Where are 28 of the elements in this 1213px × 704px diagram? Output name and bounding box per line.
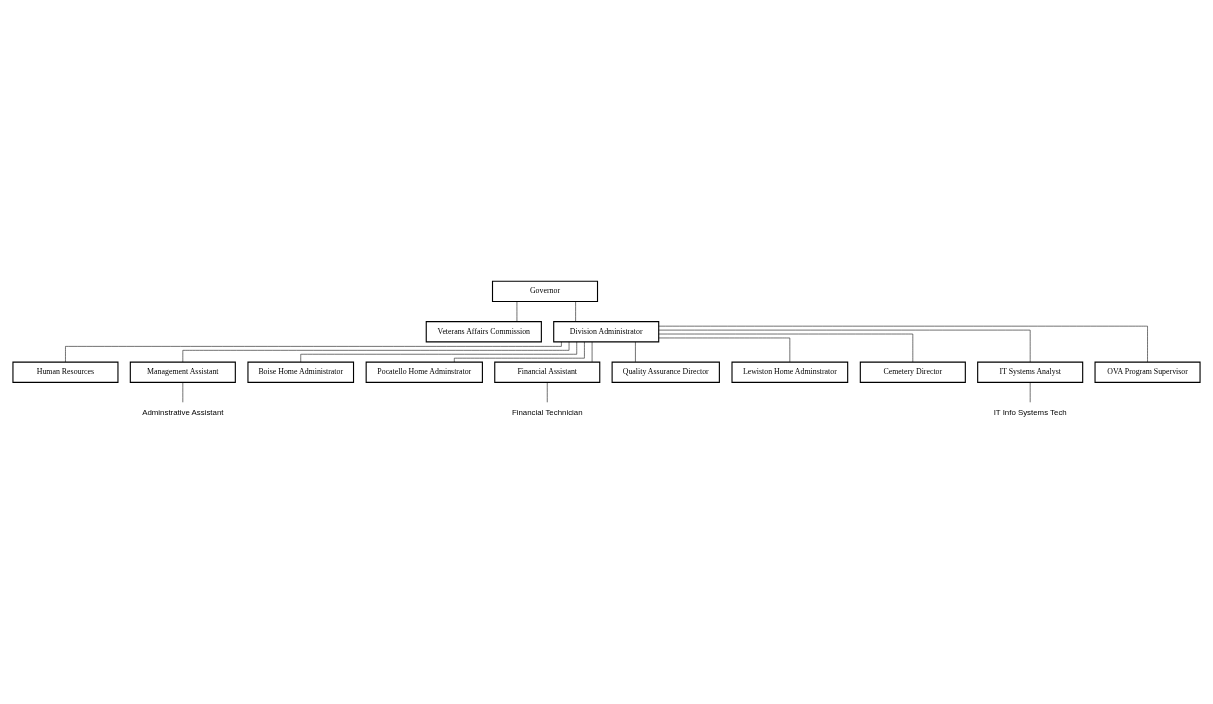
connector — [182, 341, 570, 363]
node-box: Human Resources — [12, 361, 119, 383]
connector — [591, 341, 593, 363]
connector — [658, 333, 914, 363]
connector — [635, 341, 636, 363]
node-box: Lewiston Home Adminstrator — [731, 361, 849, 383]
connector — [65, 341, 562, 363]
node-box: Veterans Affairs Commission — [425, 321, 542, 343]
connector — [547, 382, 548, 403]
connector — [658, 325, 1148, 363]
node-box: IT Systems Analyst — [977, 361, 1084, 383]
node-box: Pocatello Home Adminstrator — [365, 361, 483, 383]
connector — [300, 341, 577, 363]
connector — [658, 329, 1031, 363]
connector — [1029, 382, 1031, 403]
node-box: Boise Home Administrator — [247, 361, 355, 383]
node-box: Financial Assistant — [494, 361, 601, 383]
connector — [658, 337, 791, 363]
connector — [454, 341, 585, 363]
node-box: Division Administrator — [553, 321, 660, 343]
node-box: Management Assistant — [129, 361, 236, 383]
connector — [182, 382, 184, 403]
node-box: Quality Assurance Director — [611, 361, 720, 383]
connector — [516, 301, 518, 322]
connector — [575, 301, 576, 322]
node-box: Cemetery Director — [859, 361, 966, 383]
node-box: Governor — [491, 280, 599, 302]
node-box: OVA Program Supervisor — [1094, 361, 1201, 383]
